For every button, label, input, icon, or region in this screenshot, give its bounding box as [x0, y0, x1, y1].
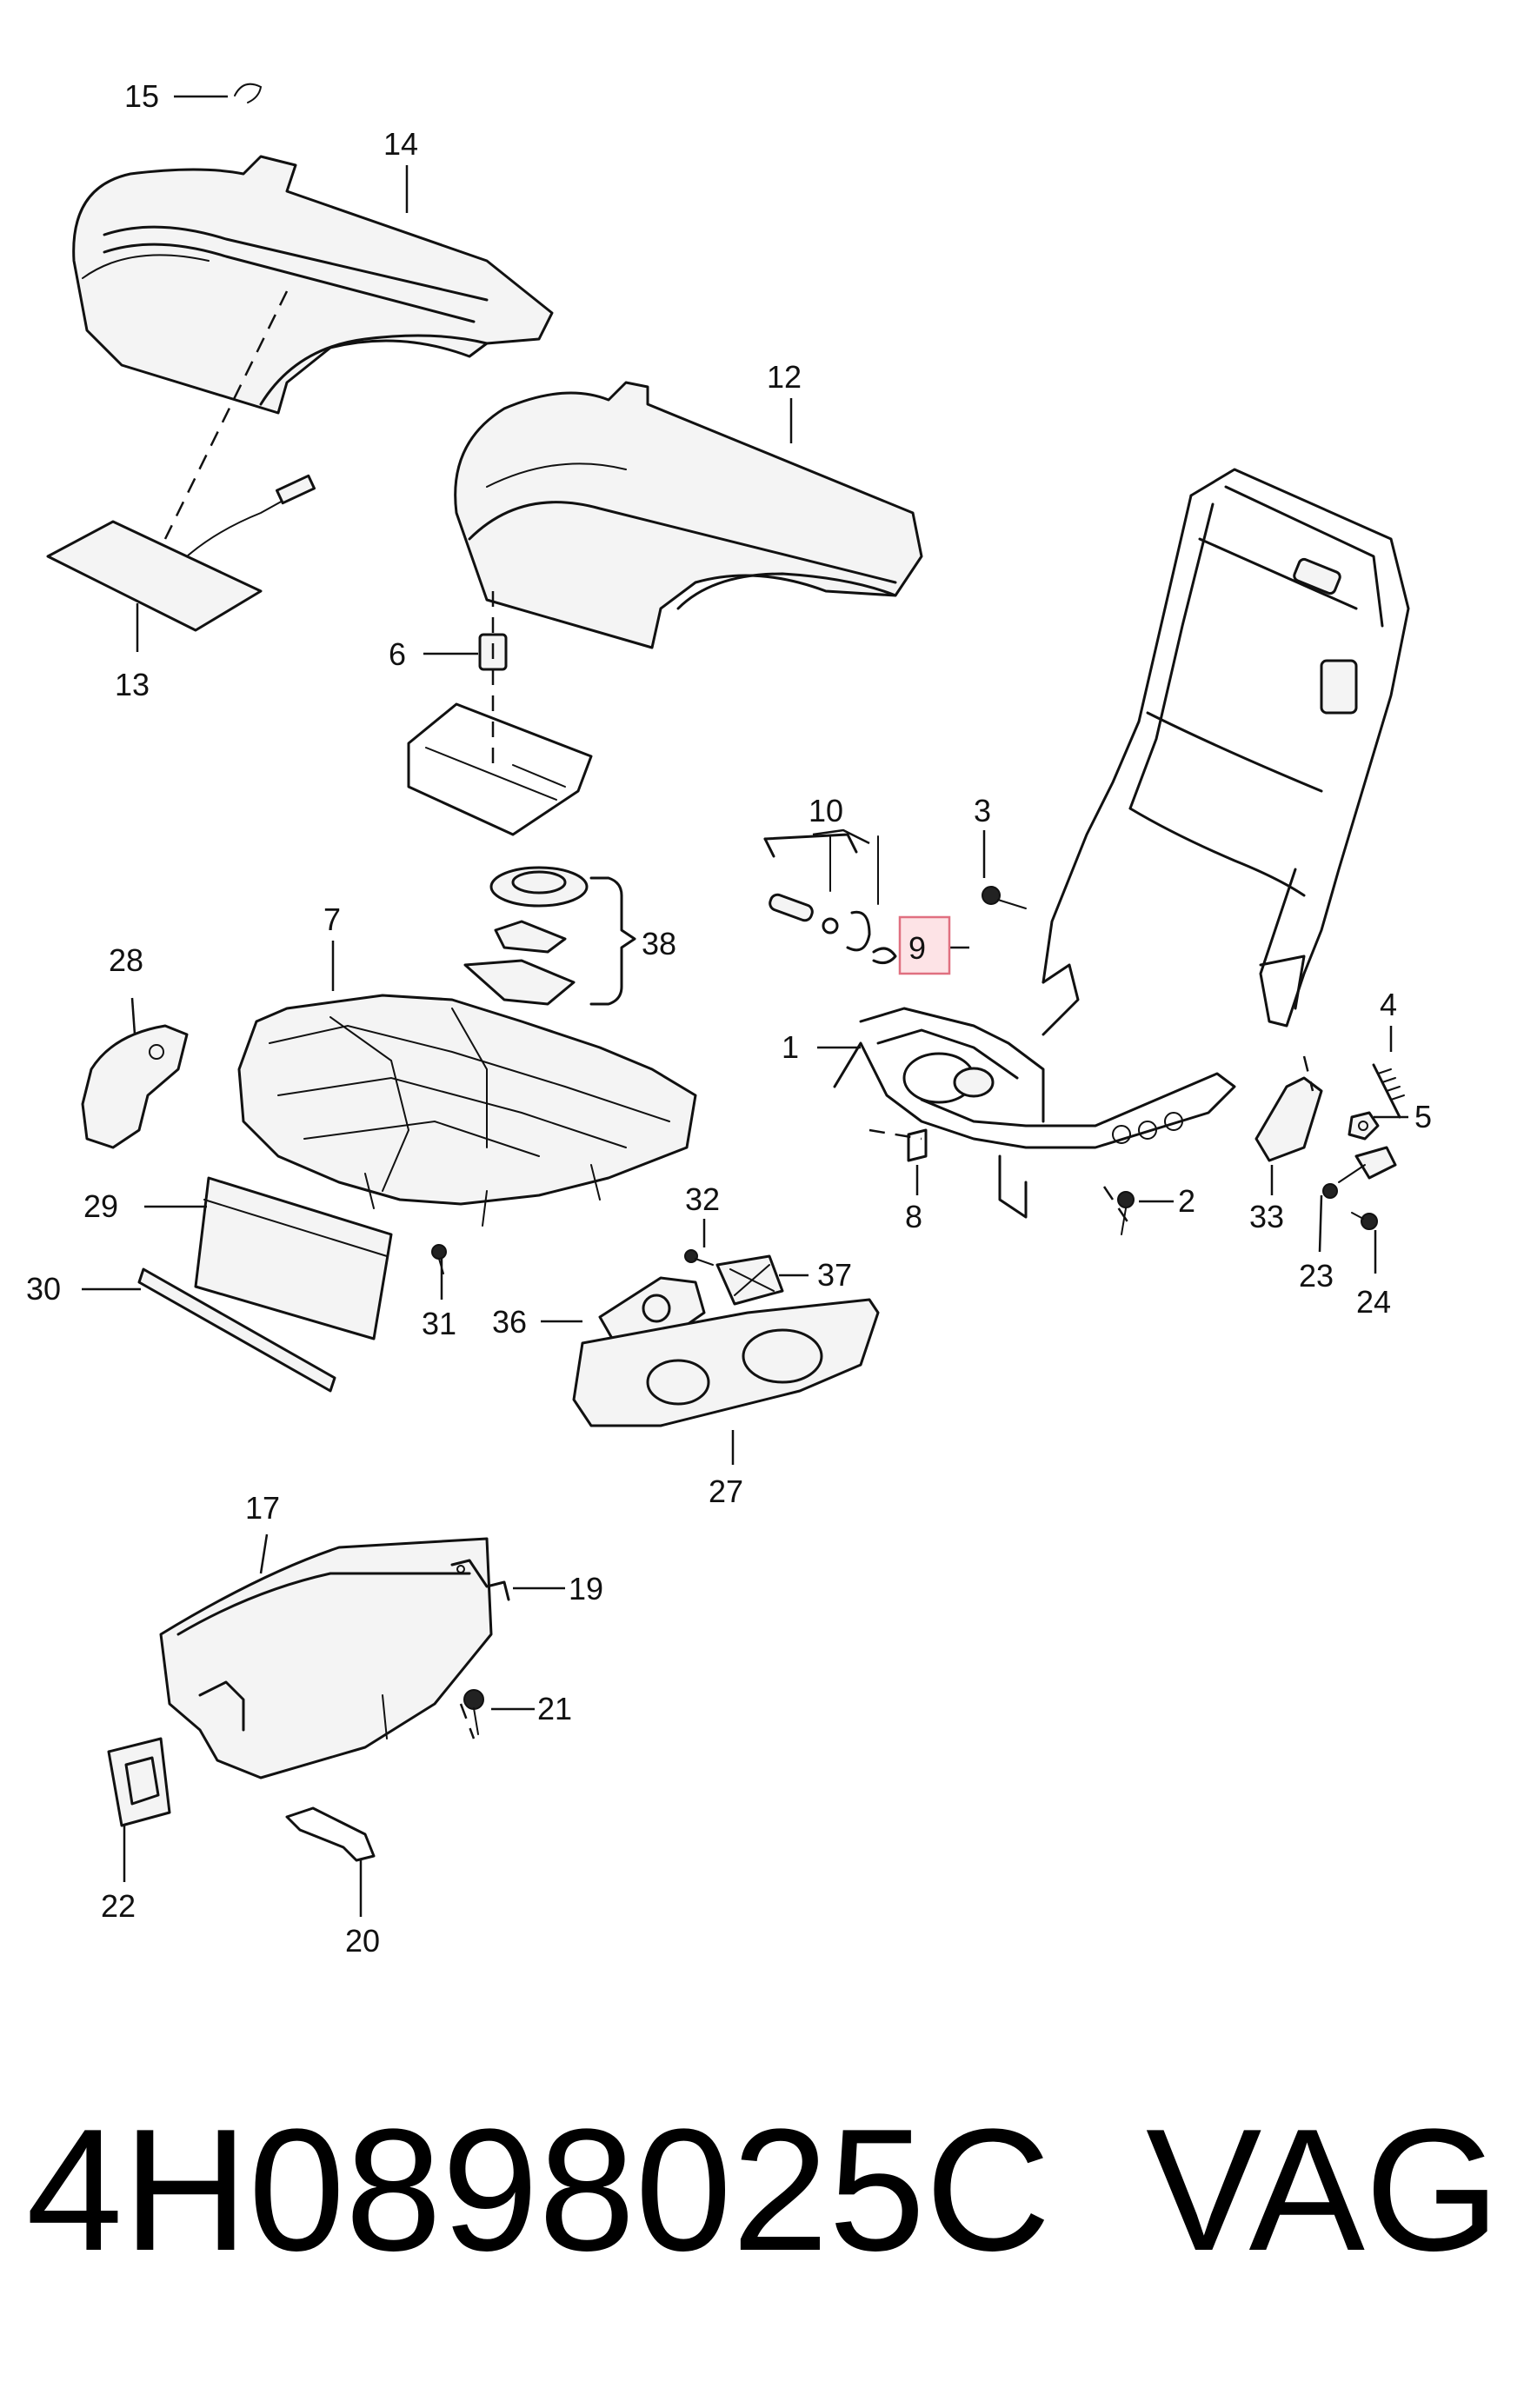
stud-part-4	[1372, 1063, 1405, 1119]
pin-assembly-part-10	[763, 833, 879, 952]
clip-part-6	[478, 591, 508, 769]
callout-17: 17	[245, 1490, 280, 1526]
screw-part-31	[431, 1244, 447, 1274]
callout-24: 24	[1356, 1284, 1391, 1320]
bolt-part-23	[1322, 1146, 1397, 1199]
bolt-part-3	[982, 886, 1027, 909]
callout-31: 31	[422, 1306, 456, 1341]
callout-7: 7	[323, 901, 341, 937]
seat-pan-plate	[407, 702, 593, 836]
callout-32: 32	[685, 1181, 720, 1217]
callout-23: 23	[1299, 1258, 1334, 1294]
callout-labels: 15 14 13 12 6 10 9 3 38 7 28 1 4 5 2 8 3…	[26, 78, 1432, 1959]
callout-29: 29	[83, 1188, 118, 1224]
trim-strip-part-29	[194, 1176, 393, 1340]
callout-36: 36	[492, 1304, 527, 1340]
callout-19: 19	[569, 1571, 603, 1606]
callout-4: 4	[1380, 987, 1397, 1022]
callout-12: 12	[767, 359, 802, 395]
callout-15: 15	[124, 78, 159, 114]
backrest-frame	[1042, 468, 1410, 1028]
bolt-part-24	[1351, 1212, 1378, 1230]
callout-27: 27	[709, 1473, 743, 1509]
seat-frame-part-1	[833, 963, 1236, 1219]
callout-14: 14	[383, 126, 418, 162]
switch-part-37	[715, 1254, 784, 1306]
lumbar-parts-part-38	[463, 866, 636, 1006]
clip-part-9	[872, 947, 897, 965]
switch-bezel-part-22	[107, 1737, 171, 1827]
callout-30: 30	[26, 1271, 61, 1307]
callout-5: 5	[1414, 1099, 1432, 1134]
screw-part-32	[684, 1249, 714, 1266]
part-number: 4H0898025C	[26, 2093, 1051, 2287]
callout-8: 8	[905, 1199, 922, 1234]
callout-38: 38	[642, 926, 676, 961]
trim-strip-part-30	[137, 1267, 336, 1393]
seat-foam-part-7	[237, 994, 697, 1227]
callout-2: 2	[1178, 1183, 1195, 1219]
callout-13: 13	[115, 667, 150, 702]
clip-part-8	[868, 1128, 928, 1162]
side-trim-part-27	[572, 1298, 880, 1427]
seat-cover-part-14	[72, 155, 554, 415]
leader-lines	[82, 95, 1408, 1917]
callout-21: 21	[537, 1691, 572, 1726]
nut-part-5	[1348, 1111, 1380, 1141]
callout-37: 37	[817, 1257, 852, 1293]
callout-9: 9	[908, 930, 926, 966]
screw-part-21	[459, 1689, 484, 1739]
clip-part-15	[234, 83, 263, 103]
bracket-part-19	[450, 1559, 510, 1601]
callout-1: 1	[782, 1029, 799, 1065]
seat-cushion-part-12	[454, 381, 923, 649]
callout-33: 33	[1249, 1199, 1284, 1234]
callout-22: 22	[101, 1888, 136, 1924]
brand-name: VAG	[1146, 2093, 1501, 2287]
heating-mat-part-13	[46, 290, 316, 632]
highlight-box-9	[898, 915, 951, 975]
base-cover-part-17	[159, 1537, 493, 1779]
callout-20: 20	[345, 1923, 380, 1959]
callout-3: 3	[974, 793, 991, 828]
side-bracket-part-28	[81, 1024, 189, 1149]
bolt-part-2	[1102, 1186, 1135, 1235]
bracket-part-20	[285, 1806, 376, 1862]
callout-28: 28	[109, 942, 143, 978]
callout-10: 10	[809, 793, 843, 828]
callout-6: 6	[389, 636, 406, 672]
bracket-part-33	[1254, 1055, 1323, 1162]
